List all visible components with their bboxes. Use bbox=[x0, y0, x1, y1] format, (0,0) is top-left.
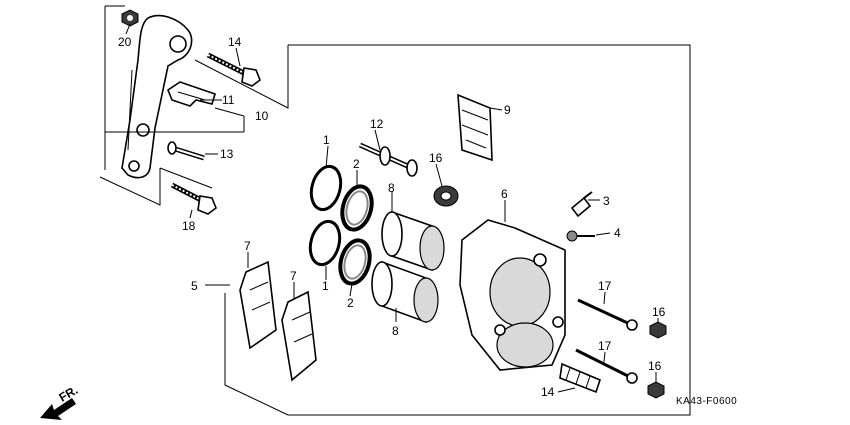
brake-pad-part-7b bbox=[281, 290, 317, 382]
pin-bolt-part-12 bbox=[358, 142, 418, 177]
boot-part-15 bbox=[433, 185, 459, 207]
callout-7-left: 7 bbox=[244, 239, 251, 253]
diagram-code: KA43-F0600 bbox=[676, 396, 737, 407]
callout-1-top: 1 bbox=[323, 133, 330, 147]
callout-16-bottom: 16 bbox=[648, 359, 662, 373]
callout-3: 3 bbox=[603, 194, 610, 208]
callout-10: 10 bbox=[255, 109, 269, 123]
bleeder-valve-part-3 bbox=[570, 191, 593, 218]
bleeder-cap-part-4 bbox=[566, 230, 595, 242]
callout-16-top: 16 bbox=[652, 305, 666, 319]
caliper-body-part-6 bbox=[459, 219, 566, 371]
callout-8-bottom: 8 bbox=[392, 324, 399, 338]
nut-part-20 bbox=[121, 9, 139, 27]
callout-17-top: 17 bbox=[598, 279, 612, 293]
callout-17-bottom: 17 bbox=[598, 339, 612, 353]
callout-6: 6 bbox=[501, 187, 508, 201]
direction-label: FR. bbox=[57, 383, 81, 405]
callout-2-bottom: 2 bbox=[347, 296, 354, 310]
pad-pin-part-17b bbox=[575, 348, 638, 384]
callout-2-top: 2 bbox=[353, 157, 360, 171]
bolt-part-18 bbox=[170, 182, 217, 215]
clip-part-11 bbox=[167, 81, 216, 107]
pad-pin-part-17a bbox=[577, 298, 638, 331]
callout-15: 16 bbox=[429, 151, 443, 165]
caliper-bracket bbox=[121, 14, 193, 179]
plug-part-16a bbox=[649, 321, 667, 339]
callout-19: 14 bbox=[228, 35, 242, 49]
callout-1-bottom: 1 bbox=[322, 279, 329, 293]
callout-9: 9 bbox=[504, 103, 511, 117]
piston-seals bbox=[308, 164, 374, 286]
callout-labels: 20 14 11 10 13 18 12 16 9 1 2 1 2 8 8 6 … bbox=[118, 35, 666, 399]
callout-14: 14 bbox=[541, 385, 555, 399]
leader-lines bbox=[105, 23, 659, 393]
callout-8-top: 8 bbox=[388, 181, 395, 195]
boot-part-14 bbox=[559, 362, 601, 394]
callout-5: 5 bbox=[191, 279, 198, 293]
callout-11: 11 bbox=[222, 93, 235, 107]
bolt-part-19 bbox=[206, 52, 261, 87]
callout-4: 4 bbox=[614, 226, 621, 240]
front-direction-arrow-icon: FR. bbox=[40, 383, 80, 420]
pin-part-13 bbox=[167, 141, 205, 161]
callout-20: 20 bbox=[118, 35, 132, 49]
callout-7-right: 7 bbox=[290, 269, 297, 283]
callout-18: 18 bbox=[182, 219, 196, 233]
assembly-outline bbox=[99, 5, 691, 416]
brake-pad-part-7a bbox=[239, 260, 277, 350]
plug-part-16b bbox=[647, 381, 665, 399]
pad-spring-part-9 bbox=[457, 93, 493, 162]
callout-12: 12 bbox=[370, 117, 384, 131]
callout-13: 13 bbox=[220, 147, 234, 161]
pistons-part-8 bbox=[371, 210, 445, 324]
